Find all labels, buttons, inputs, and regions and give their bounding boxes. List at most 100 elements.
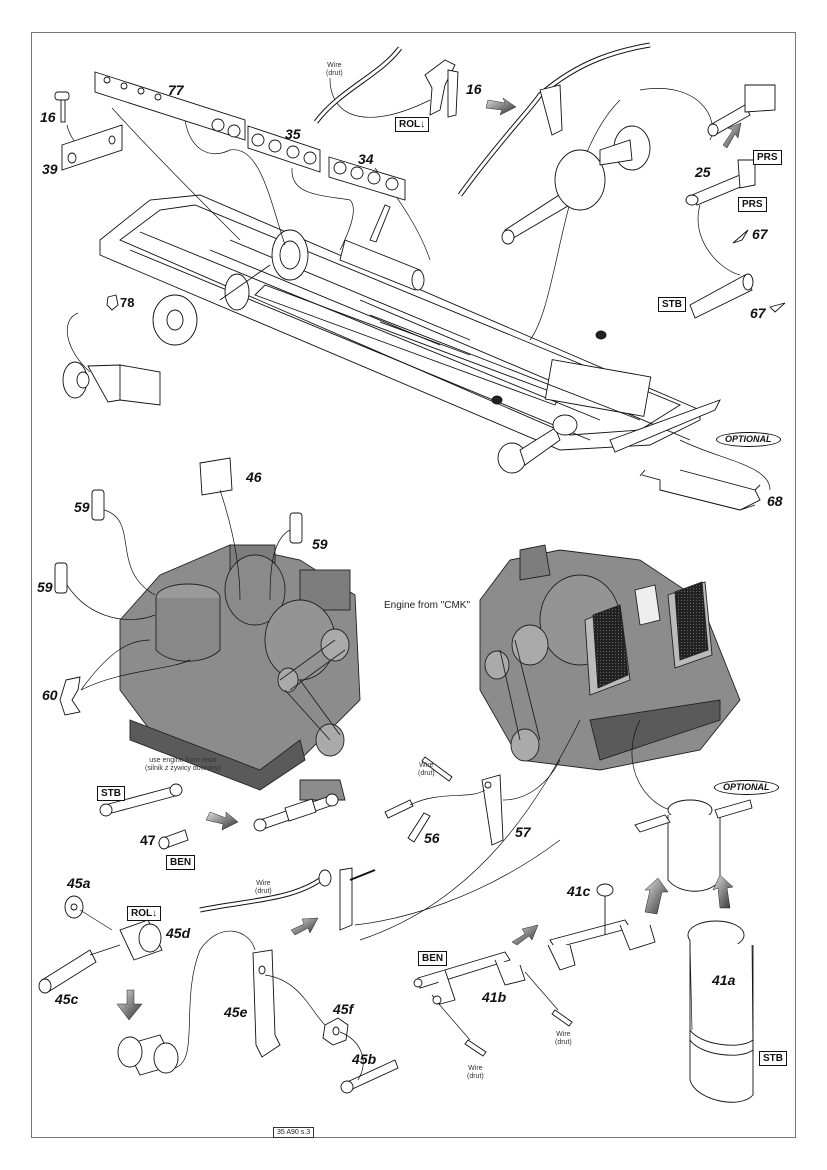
part-45f-nut <box>322 1017 349 1046</box>
part-label-78: 78 <box>120 295 135 310</box>
tag-stb-mid: STB <box>97 786 125 801</box>
part-label-16-top: 16 <box>466 81 482 97</box>
part-34-strip <box>328 156 406 201</box>
part-label-60: 60 <box>42 687 58 703</box>
part-label-35: 35 <box>285 126 301 142</box>
part-45c-hex-rod <box>38 949 97 994</box>
part-41c-bracket <box>547 883 656 971</box>
leader-lines-engine-left <box>66 489 291 691</box>
engine-caption: Engine from "CMK" <box>384 600 471 611</box>
part-45e-bracket <box>252 949 281 1058</box>
wire-pins-41b <box>464 1009 573 1057</box>
down-arrow-icon: ↓ <box>152 908 158 919</box>
tag-stb-top: STB <box>658 297 686 312</box>
part-78-nut <box>106 294 119 311</box>
part-45-assembled <box>117 1034 179 1076</box>
assembly-arrow <box>205 811 239 831</box>
part-label-41b: 41b <box>482 989 507 1005</box>
part-label-67-bottom: 67 <box>750 305 766 321</box>
part-label-16-left: 16 <box>40 109 56 125</box>
part-68-skid-plate <box>639 469 761 511</box>
part-77-strip <box>94 71 246 141</box>
tag-text: ROL <box>131 908 153 919</box>
part-label-41c: 41c <box>567 883 591 899</box>
leader-lines-mid <box>359 719 671 941</box>
tag-text: ROL <box>399 119 421 130</box>
wire-pin-57 <box>421 756 453 782</box>
down-arrow-icon: ↓ <box>420 119 426 130</box>
axle-with-wire-assembled <box>457 42 651 245</box>
part-47-sleeve <box>158 829 189 850</box>
part-label-59-c: 59 <box>37 579 53 595</box>
part-label-68: 68 <box>767 493 783 509</box>
part-46-bracket <box>199 457 233 496</box>
front-steering-assembly <box>491 330 607 474</box>
wire-note-41b-right: Wire (drut) <box>555 1031 572 1047</box>
part-57-bracket <box>481 774 504 846</box>
part-41-assembled <box>634 799 753 892</box>
assembly-arrows <box>116 97 742 1021</box>
part-label-45b: 45b <box>352 1051 377 1067</box>
assembly-arrow <box>722 122 742 149</box>
chassis-frame <box>99 194 721 453</box>
tag-rol-top: ROL↓ <box>395 117 430 132</box>
tag-ben-mid: BEN <box>166 855 196 870</box>
part-45d-body <box>119 919 163 961</box>
part-59-clip <box>54 489 303 594</box>
leader-lines-41 <box>437 944 754 1056</box>
assembly-arrow <box>485 97 517 116</box>
part-16-top-clip <box>424 59 459 118</box>
part-label-59-a: 59 <box>74 499 90 515</box>
part-label-41a: 41a <box>712 972 736 988</box>
tag-ben-bottom: BEN <box>418 951 448 966</box>
part-label-45a: 45a <box>67 875 91 891</box>
wire-note-41b-left: Wire (drut) <box>467 1065 484 1081</box>
page-reference: 35 A90 s.3 <box>273 1127 315 1139</box>
assembly-arrow <box>116 989 143 1021</box>
part-41a-tube <box>687 920 754 1103</box>
wire-rod-45-assembled <box>199 867 376 931</box>
leader-lines-45 <box>79 839 561 1081</box>
part-label-45f: 45f <box>333 1001 354 1017</box>
part-60-clamp <box>59 676 81 716</box>
part-label-56: 56 <box>424 830 440 846</box>
assembly-arrow <box>290 917 319 936</box>
part-label-25: 25 <box>695 164 711 180</box>
part-bracket-tube-assembled <box>707 84 776 137</box>
part-label-46: 46 <box>246 469 262 485</box>
tag-rol-bottom: ROL↓ <box>127 906 162 921</box>
part-45a-washer <box>64 895 84 919</box>
wire-note-45: Wire (drut) <box>255 880 272 896</box>
wire-note-57: Wire (drut) <box>418 762 435 778</box>
wire-rod-top <box>314 46 403 124</box>
part-16-clip <box>54 91 70 123</box>
optional-badge-1: OPTIONAL <box>716 432 781 447</box>
part-label-67-top: 67 <box>752 226 768 242</box>
part-56-links <box>384 799 431 843</box>
part-stb-tube <box>689 273 754 319</box>
part-stb-rod <box>99 783 183 817</box>
part-67-flag <box>732 229 786 313</box>
part-label-34: 34 <box>358 151 374 167</box>
part-45b-pin <box>340 1059 399 1094</box>
wheel-hub-assembly <box>62 361 161 406</box>
exhaust-pipe <box>339 204 425 291</box>
assembly-arrow <box>644 877 669 915</box>
tag-stb-bottom: STB <box>759 1051 787 1066</box>
part-label-45d: 45d <box>166 925 191 941</box>
part-41b-bracket <box>413 951 526 1005</box>
assembly-arrow <box>511 924 539 946</box>
wire-note-top: Wire (drut) <box>326 62 343 78</box>
part-label-57: 57 <box>515 824 531 840</box>
part-label-47: 47 <box>140 832 156 848</box>
part-label-45e: 45e <box>224 1004 248 1020</box>
optional-badge-2: OPTIONAL <box>714 780 779 795</box>
part-label-59-b: 59 <box>312 536 328 552</box>
part-39-plate <box>61 124 123 171</box>
part-rod-assembled <box>253 793 339 832</box>
part-25-bracket <box>685 159 756 206</box>
tag-prs-2: PRS <box>738 197 767 212</box>
part-label-39: 39 <box>42 161 58 177</box>
part-label-77: 77 <box>168 82 184 98</box>
